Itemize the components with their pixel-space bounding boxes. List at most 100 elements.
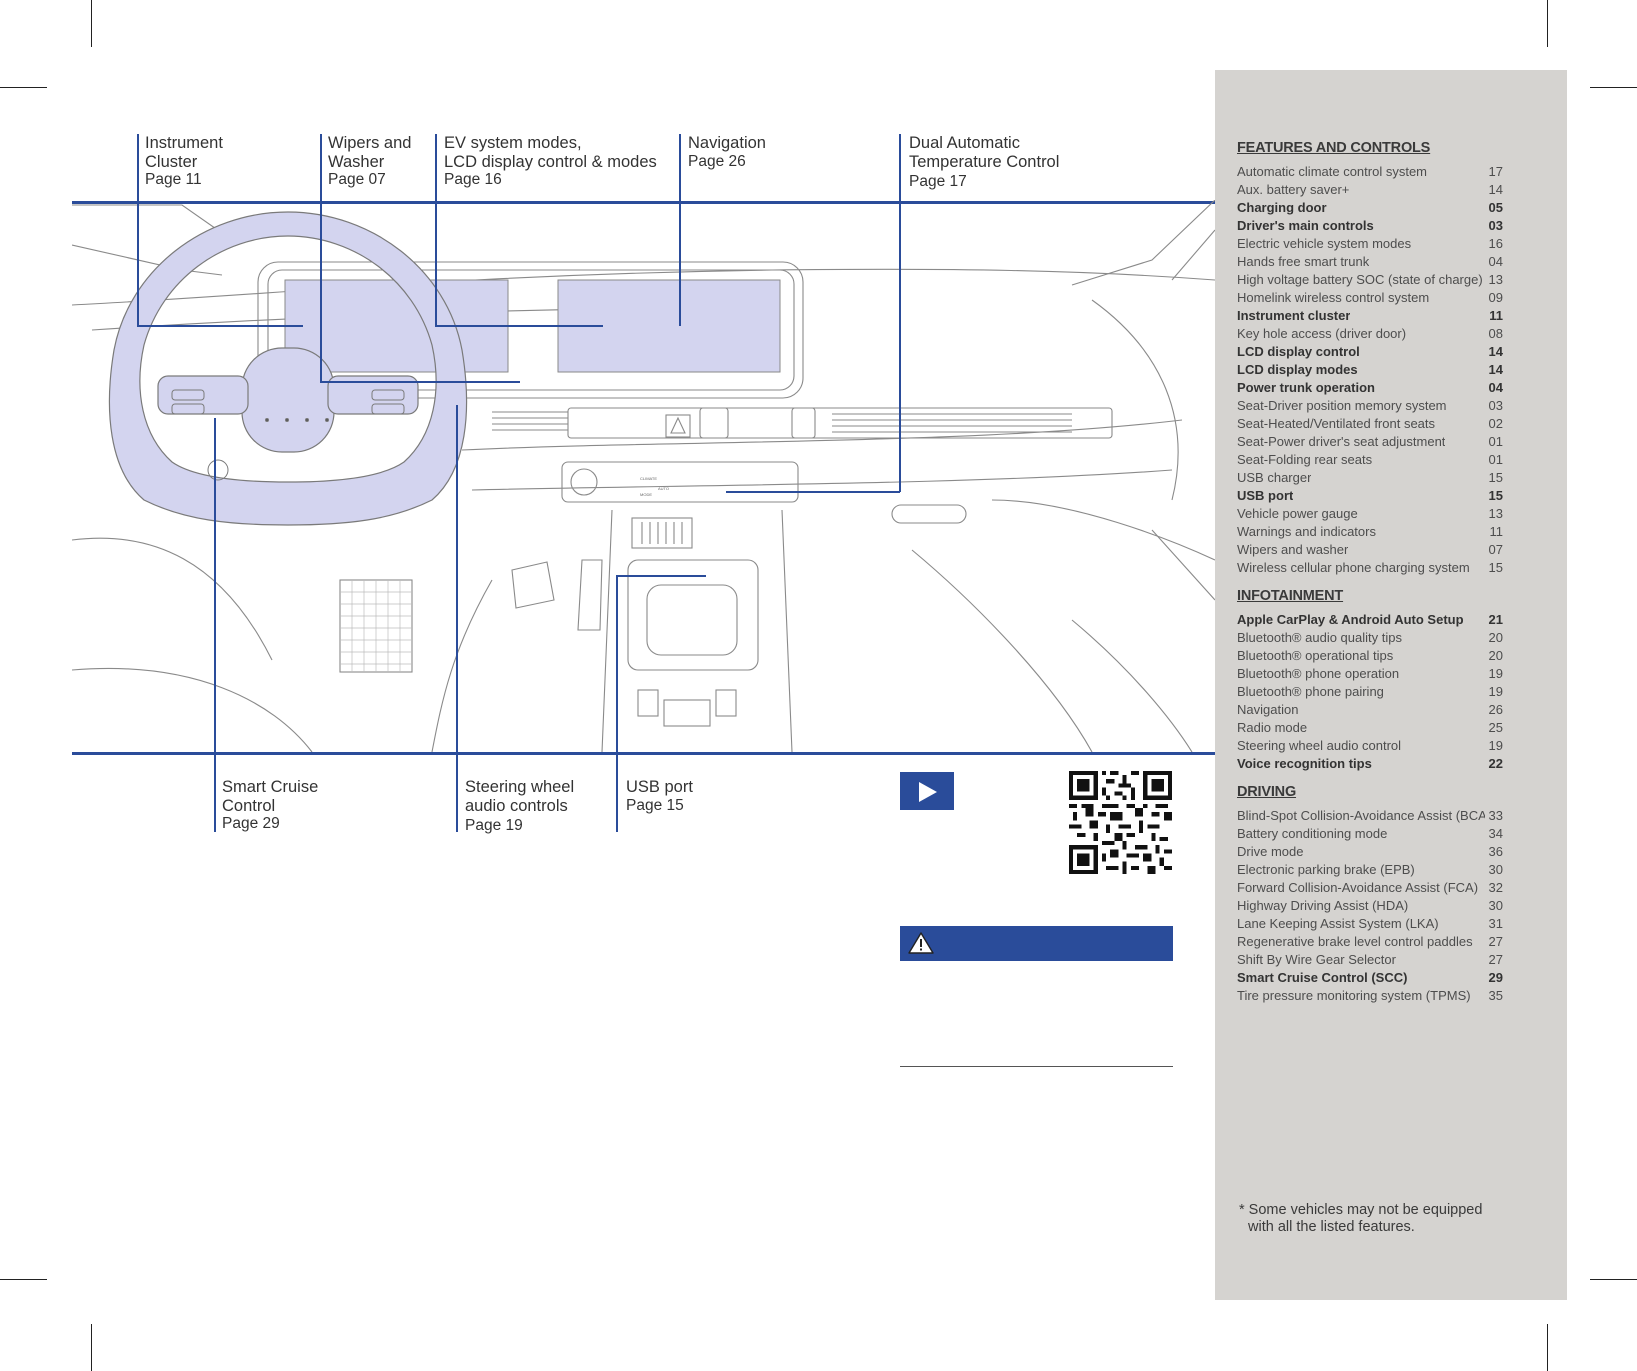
leader-wipers-h [320, 381, 520, 383]
crop-mark [1547, 0, 1548, 47]
section-title-features: FEATURES AND CONTROLS [1237, 140, 1431, 156]
toc-item-page: 15 [1488, 488, 1503, 503]
toc-item-label: Driver's main controls [1237, 218, 1374, 233]
toc-item-label: Seat-Folding rear seats [1237, 452, 1373, 467]
callout-navigation: Navigation Page 26 [688, 134, 766, 170]
toc-item-page: 29 [1488, 970, 1503, 985]
toc-item-page: 21 [1488, 612, 1503, 627]
toc-item-page: 14 [1488, 182, 1503, 197]
toc-item-page: 03 [1488, 398, 1503, 413]
section-title-driving: DRIVING [1237, 784, 1297, 800]
toc-item-label: Aux. battery saver+ [1237, 182, 1350, 197]
mode-label: MODE [640, 492, 652, 497]
toc-item-page: 20 [1488, 648, 1503, 663]
qr-code[interactable] [1069, 771, 1172, 874]
toc-item[interactable]: Automatic climate control system 17 [1237, 164, 1503, 182]
toc-item[interactable]: Regenerative brake level control paddles… [1237, 934, 1503, 952]
toc-item-label: Automatic climate control system [1237, 164, 1428, 179]
toc-item[interactable]: Forward Collision-Avoidance Assist (FCA)… [1237, 880, 1503, 898]
section-title-infotainment: INFOTAINMENT [1237, 588, 1344, 604]
toc-item[interactable]: Key hole access (driver door)08 [1237, 326, 1503, 344]
toc-item-label: Electric vehicle system modes [1237, 236, 1412, 251]
toc-item-page: 32 [1488, 880, 1503, 895]
toc-item-page: 14 [1488, 362, 1503, 377]
toc-item-page: 03 [1488, 218, 1503, 233]
toc-item-label: Voice recognition tips [1237, 756, 1372, 771]
toc-item[interactable]: Aux. battery saver+ 14 [1237, 182, 1503, 200]
toc-item[interactable]: Driver's main controls 03 [1237, 218, 1503, 236]
video-play-button[interactable] [900, 772, 954, 810]
callout-instrument-cluster: Instrument Cluster Page 11 [145, 134, 223, 188]
toc-item[interactable]: High voltage battery SOC (state of charg… [1237, 272, 1503, 290]
toc-item-page: 04 [1488, 254, 1503, 269]
leader-instrument-cluster [137, 134, 139, 326]
toc-item-label: Radio mode [1237, 720, 1308, 735]
toc-item[interactable]: Highway Driving Assist (HDA)30 [1237, 898, 1503, 916]
toc-item[interactable]: Lane Keeping Assist System (LKA) 31 [1237, 916, 1503, 934]
callout-wipers-washer: Wipers and Washer Page 07 [328, 134, 412, 188]
toc-item-label: Lane Keeping Assist System (LKA) [1237, 916, 1439, 931]
toc-item[interactable]: Seat-Folding rear seats 01 [1237, 452, 1503, 470]
leader-usb-h [616, 575, 706, 577]
toc-item-label: Seat-Heated/Ventilated front seats [1237, 416, 1436, 431]
toc-item[interactable]: Seat-Heated/Ventilated front seats 02 [1237, 416, 1503, 434]
dashboard-illustration: CLIMATE AUTO MODE [72, 200, 1215, 752]
toc-item-page: 20 [1488, 630, 1503, 645]
crop-mark [0, 87, 47, 88]
toc-item-label: Charging door [1237, 200, 1327, 215]
toc-item[interactable]: Smart Cruise Control (SCC)29 [1237, 970, 1503, 988]
leader-instrument-cluster-h [137, 325, 303, 327]
toc-item-label: Shift By Wire Gear Selector [1237, 952, 1396, 967]
toc-item-label: Tire pressure monitoring system (TPMS) [1237, 988, 1471, 1003]
toc-item[interactable]: Blind-Spot Collision-Avoidance Assist (B… [1237, 808, 1503, 826]
toc-item-page: 34 [1488, 826, 1503, 841]
toc-item[interactable]: Electronic parking brake (EPB)30 [1237, 862, 1503, 880]
toc-item-page: 02 [1488, 416, 1503, 431]
callout-ev-system-modes: EV system modes, LCD display control & m… [444, 134, 657, 188]
toc-item-page: 01 [1488, 452, 1503, 467]
toc-item-page: 01 [1488, 434, 1503, 449]
toc-item[interactable]: Charging door 05 [1237, 200, 1503, 218]
toc-item[interactable]: Tire pressure monitoring system (TPMS)35 [1237, 988, 1503, 1006]
toc-item-label: Blind-Spot Collision-Avoidance Assist (B… [1237, 808, 1485, 823]
callout-steering-wheel-audio: Steering wheel audio controls Page 19 [465, 778, 575, 834]
toc-item-page: 31 [1488, 916, 1503, 931]
diagram-top-border [72, 201, 1215, 204]
toc-item-label: Warnings and indicators [1237, 524, 1376, 539]
toc-item-page: 04 [1488, 380, 1503, 395]
toc-item-page: 19 [1488, 738, 1503, 753]
toc-item-page: 15 [1488, 470, 1503, 485]
toc-item-page: 05 [1488, 200, 1503, 215]
callout-usb-port: USB port Page 15 [626, 778, 693, 814]
crop-mark [0, 1279, 47, 1280]
leader-smart-cruise [214, 418, 216, 832]
toc-item-page: 17 [1488, 164, 1503, 179]
